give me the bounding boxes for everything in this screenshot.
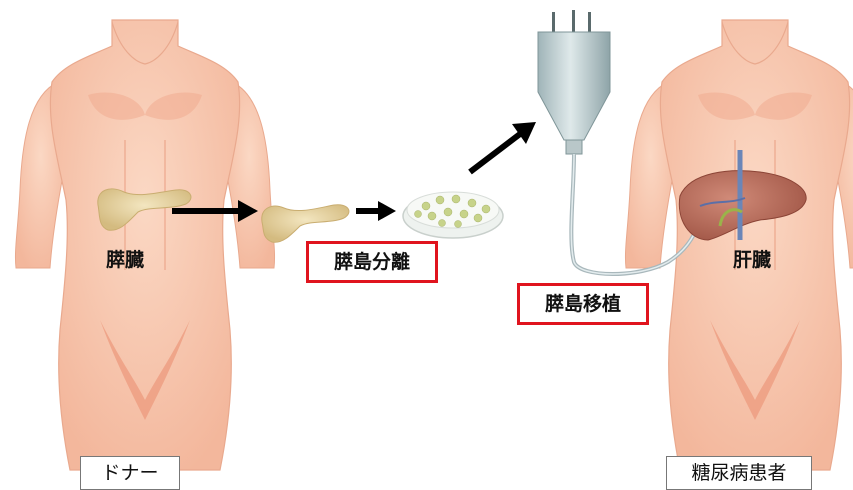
petri-dish-icon	[403, 192, 503, 238]
islet-transplant-box: 膵島移植	[517, 283, 649, 325]
donor-label: ドナー	[101, 464, 158, 483]
recipient-liver-label: 肝臓	[733, 251, 771, 270]
recipient-label: 糖尿病患者	[691, 464, 786, 483]
arrow-2	[356, 201, 396, 221]
islet-isolation-box: 膵島分離	[306, 241, 438, 283]
donor-label-box: ドナー	[80, 456, 180, 490]
arrow-3	[470, 122, 536, 172]
recipient-body	[625, 20, 853, 470]
islet-isolation-label: 膵島分離	[334, 253, 410, 272]
donor-pancreas-label: 膵臓	[106, 251, 144, 270]
isolated-pancreas-icon	[262, 205, 349, 243]
donor-body	[15, 20, 274, 470]
recipient-label-box: 糖尿病患者	[666, 456, 812, 490]
islet-transplant-label: 膵島移植	[545, 295, 621, 314]
